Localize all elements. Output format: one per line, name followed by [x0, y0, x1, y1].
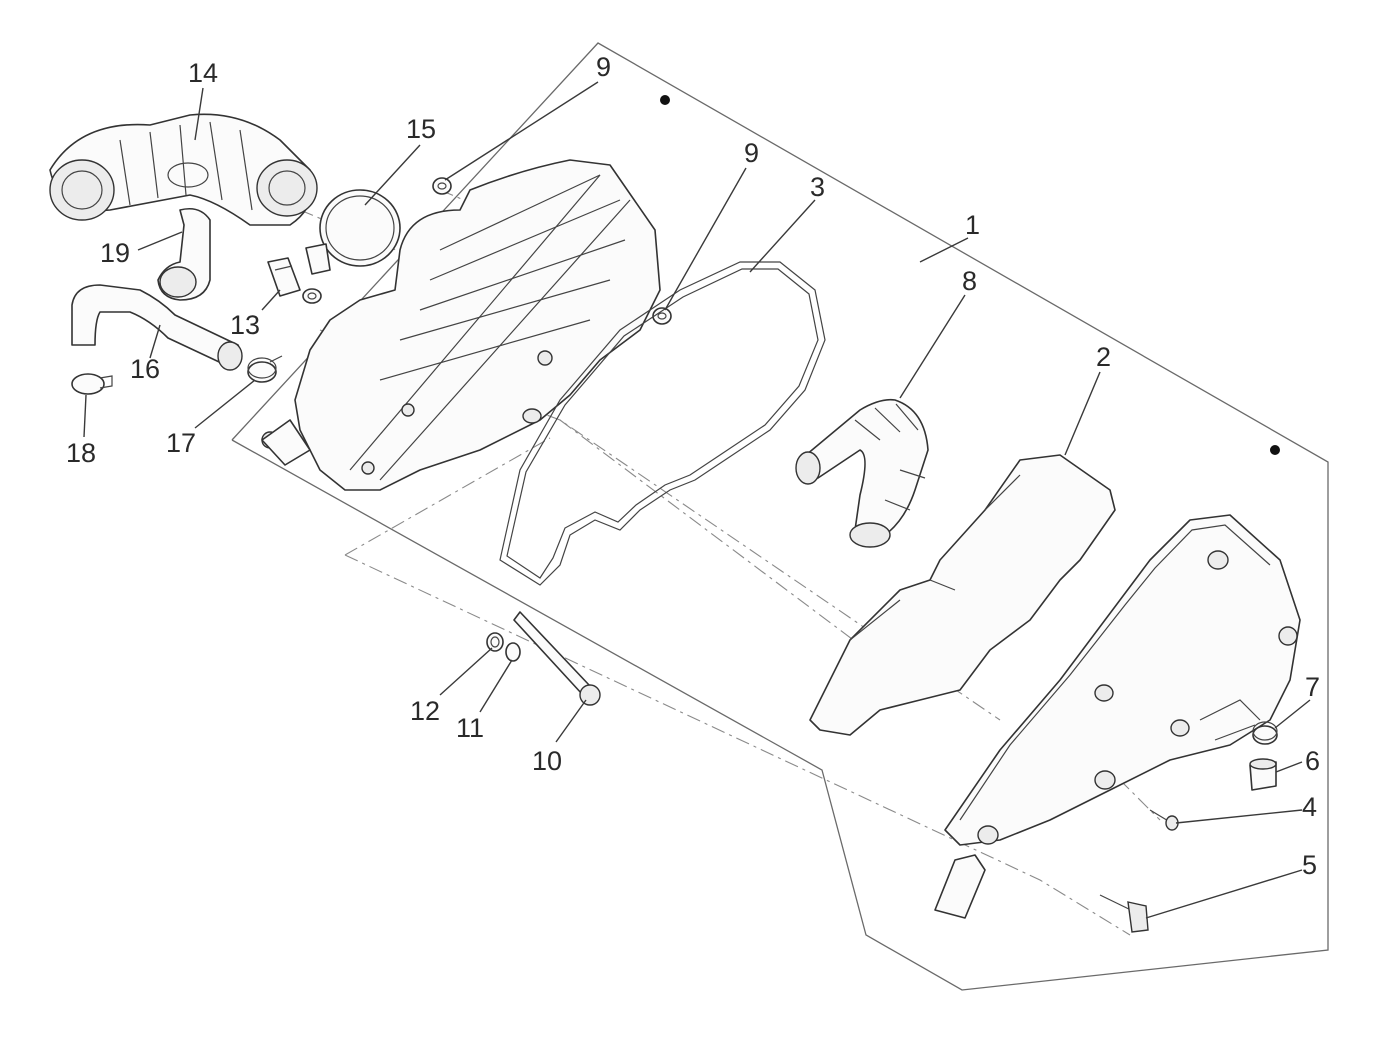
label-1: 1 [965, 210, 980, 240]
label-7: 7 [1305, 672, 1320, 702]
marker-dot-a [660, 95, 670, 105]
label-8: 8 [962, 266, 977, 296]
label-9-mid: 9 [744, 138, 759, 168]
part-11-washer[interactable] [505, 642, 521, 662]
part-3-gasket[interactable] [499, 261, 826, 586]
airbox-base-housing[interactable] [261, 159, 661, 491]
part-16-breather-hose[interactable] [71, 284, 243, 371]
label-4: 4 [1302, 792, 1317, 822]
part-12-washer[interactable] [486, 632, 504, 652]
part-9-washer-a[interactable] [432, 177, 452, 195]
part-14-intake-duct[interactable] [49, 113, 318, 226]
part-2-filter-element[interactable] [809, 454, 1116, 736]
label-10: 10 [532, 746, 562, 776]
label-12: 12 [410, 696, 440, 726]
part-10-bolt[interactable] [513, 611, 601, 706]
part-18-clamp[interactable] [71, 373, 113, 395]
part-15-band-clamp[interactable] [305, 189, 401, 275]
leader-lines [83, 81, 1311, 919]
label-16: 16 [130, 354, 160, 384]
part-17-spring-clamp[interactable] [247, 355, 283, 383]
part-1-airbox-cover[interactable] [934, 514, 1301, 919]
part-6-plug[interactable] [1249, 758, 1277, 791]
part-8-elbow-tube[interactable] [795, 398, 929, 548]
label-11: 11 [456, 713, 484, 743]
label-18: 18 [66, 438, 96, 468]
label-2: 2 [1096, 342, 1111, 372]
label-17: 17 [166, 428, 196, 458]
assembly-frame [231, 42, 1329, 991]
label-13: 13 [230, 310, 260, 340]
part-labels: 14 15 9 9 3 1 8 2 19 13 16 18 17 12 11 1… [66, 52, 1320, 880]
marker-dot-b [1270, 445, 1280, 455]
part-4-screw[interactable] [1149, 809, 1179, 831]
label-3: 3 [810, 172, 825, 202]
label-19: 19 [100, 238, 130, 268]
label-14: 14 [188, 58, 218, 88]
part-19-elbow-hose[interactable] [157, 207, 211, 301]
part-9-washer-b[interactable] [652, 307, 672, 325]
part-13-clip[interactable] [267, 257, 322, 304]
part-5-screw[interactable] [1099, 894, 1149, 933]
label-6: 6 [1305, 746, 1320, 776]
part-7-clamp[interactable] [1252, 721, 1278, 745]
label-9-top: 9 [596, 52, 611, 82]
label-15: 15 [406, 114, 436, 144]
label-5: 5 [1302, 850, 1317, 880]
